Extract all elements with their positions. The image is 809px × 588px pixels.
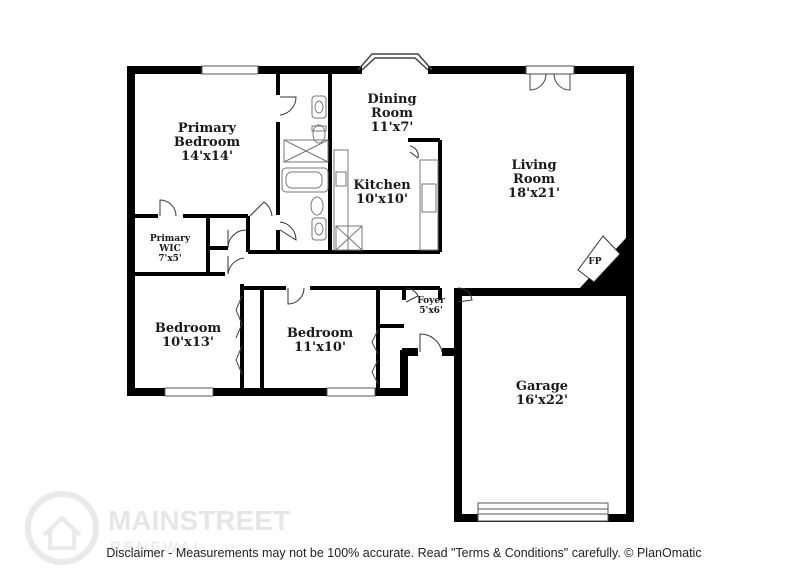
bedroom-mid-size: 11'x10' <box>294 340 346 355</box>
primary-wic-name2: WIC <box>158 244 180 254</box>
living-room-name: Living <box>511 158 556 173</box>
bedroom-left-name: Bedroom <box>155 321 222 336</box>
garage-size: 16'x22' <box>516 393 568 408</box>
windows <box>164 65 609 522</box>
interior-walls <box>131 70 460 392</box>
foyer-name: Foyer <box>417 296 445 306</box>
bedroom-mid-name: Bedroom <box>287 326 354 341</box>
dining-room-size: 11'x7' <box>371 120 414 135</box>
living-room-french-door <box>525 65 575 91</box>
living-room-size: 18'x21' <box>508 186 560 201</box>
kitchen-size: 10'x10' <box>356 192 408 207</box>
living-room-name2: Room <box>513 172 555 187</box>
watermark-brand: MAINSTREET <box>108 505 290 536</box>
dining-room-name2: Room <box>371 106 413 121</box>
room-labels: Primary Bedroom 14'x14' Primary WIC 7'x5… <box>150 92 602 408</box>
primary-wic-name: Primary <box>150 234 191 244</box>
bathroom-fixtures <box>281 95 329 241</box>
primary-wic-size: 7'x5' <box>158 254 181 264</box>
bedroom-left-size: 10'x13' <box>162 335 214 350</box>
primary-bedroom-size: 14'x14' <box>181 149 233 164</box>
fireplace-label: FP <box>588 257 601 267</box>
mainstreet-logo-icon <box>25 491 99 565</box>
garage-name: Garage <box>516 379 568 394</box>
bay-window <box>357 53 433 71</box>
foyer-size: 5'x6' <box>419 306 442 316</box>
primary-bedroom-name2: Bedroom <box>174 135 241 150</box>
kitchen-fixtures <box>333 149 439 251</box>
closet-doors <box>235 295 379 385</box>
kitchen-name: Kitchen <box>353 178 411 193</box>
watermark-tagline: RENEWAL <box>110 539 205 556</box>
disclaimer-text: Disclaimer - Measurements may not be 100… <box>106 546 701 560</box>
fireplace-icon <box>577 235 626 290</box>
primary-bedroom-name: Primary <box>178 121 237 136</box>
dining-room-name: Dining <box>367 92 416 107</box>
door-swings <box>159 96 473 353</box>
